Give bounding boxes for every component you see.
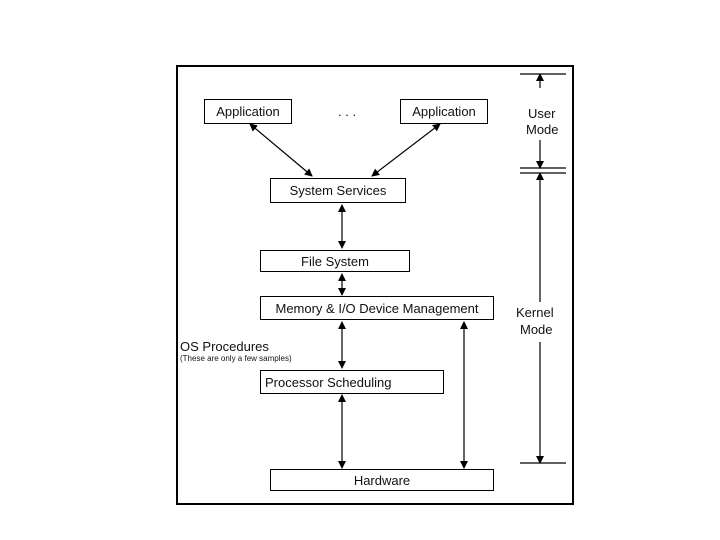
hardware-box: Hardware xyxy=(270,469,494,491)
user-mode-label-line1: User xyxy=(528,106,556,121)
diagram-frame xyxy=(176,65,574,505)
arrow-app-right-to-services xyxy=(371,123,441,177)
system-services-box: System Services xyxy=(270,178,406,203)
ellipsis-label: . . . xyxy=(338,104,357,119)
os-procedures-note: (These are only a few samples) xyxy=(180,354,292,363)
os-procedures-label: OS Procedures xyxy=(180,339,269,354)
application-box-left: Application xyxy=(204,99,292,124)
kernel-mode-label-line1: Kernel xyxy=(516,305,554,320)
application-box-right: Application xyxy=(400,99,488,124)
arrow-app-left-to-services xyxy=(249,123,313,177)
memory-io-box: Memory & I/O Device Management xyxy=(260,296,494,320)
kernel-mode-label-line2: Mode xyxy=(520,322,553,337)
file-system-box: File System xyxy=(260,250,410,272)
processor-scheduling-box: Processor Scheduling xyxy=(260,370,444,394)
user-mode-label-line2: Mode xyxy=(526,122,559,137)
